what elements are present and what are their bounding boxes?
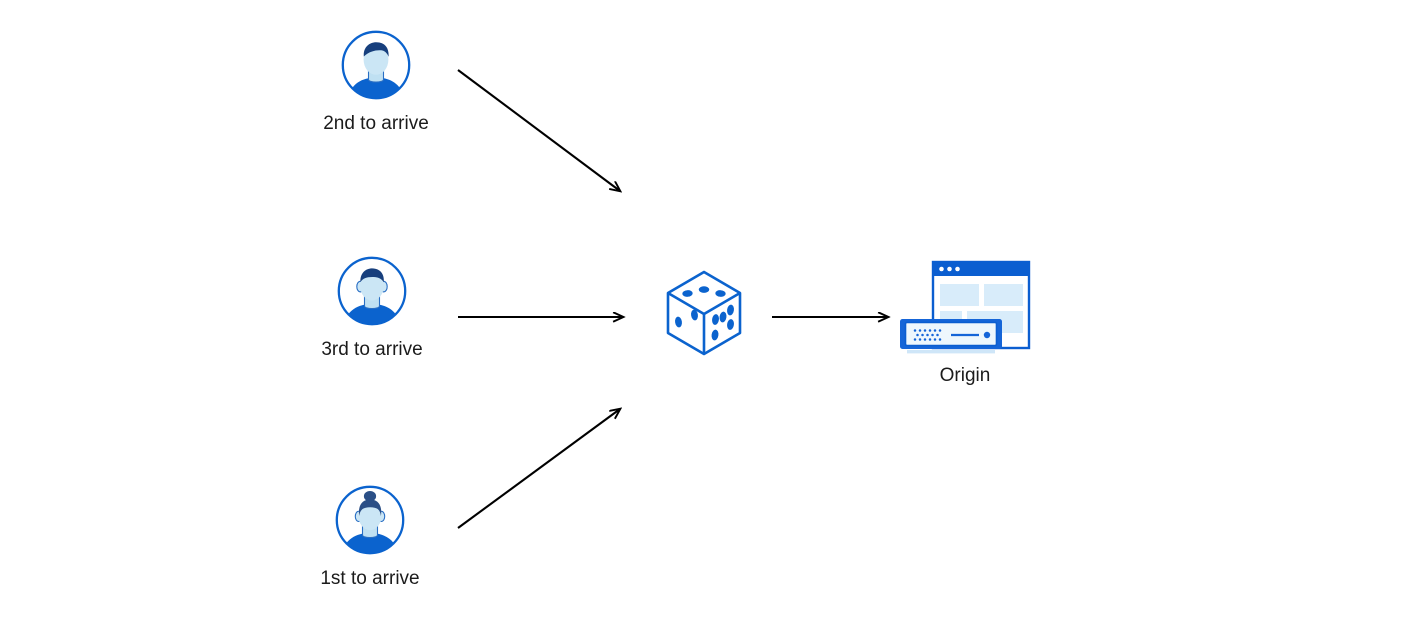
server-device — [900, 319, 1002, 354]
user-avatar-male-short-hair-icon — [339, 28, 413, 102]
node-person-2nd: 2nd to arrive — [296, 28, 456, 136]
user-avatar-male-ears-icon — [335, 254, 409, 328]
node-dice — [660, 268, 748, 358]
arrow-person1-to-dice — [457, 409, 620, 529]
node-label: 3rd to arrive — [321, 339, 423, 360]
node-origin: Origin — [895, 258, 1035, 388]
dice-cube-icon — [661, 268, 747, 358]
arrow-person2-to-dice — [457, 69, 620, 191]
user-avatar-female-bun-icon — [333, 483, 407, 557]
node-label: 2nd to arrive — [323, 113, 429, 134]
node-label: 1st to arrive — [320, 568, 420, 589]
node-person-3rd: 3rd to arrive — [292, 254, 452, 362]
node-person-1st: 1st to arrive — [290, 483, 450, 591]
node-label: Origin — [939, 365, 991, 386]
origin-server-browser-icon — [895, 258, 1035, 360]
